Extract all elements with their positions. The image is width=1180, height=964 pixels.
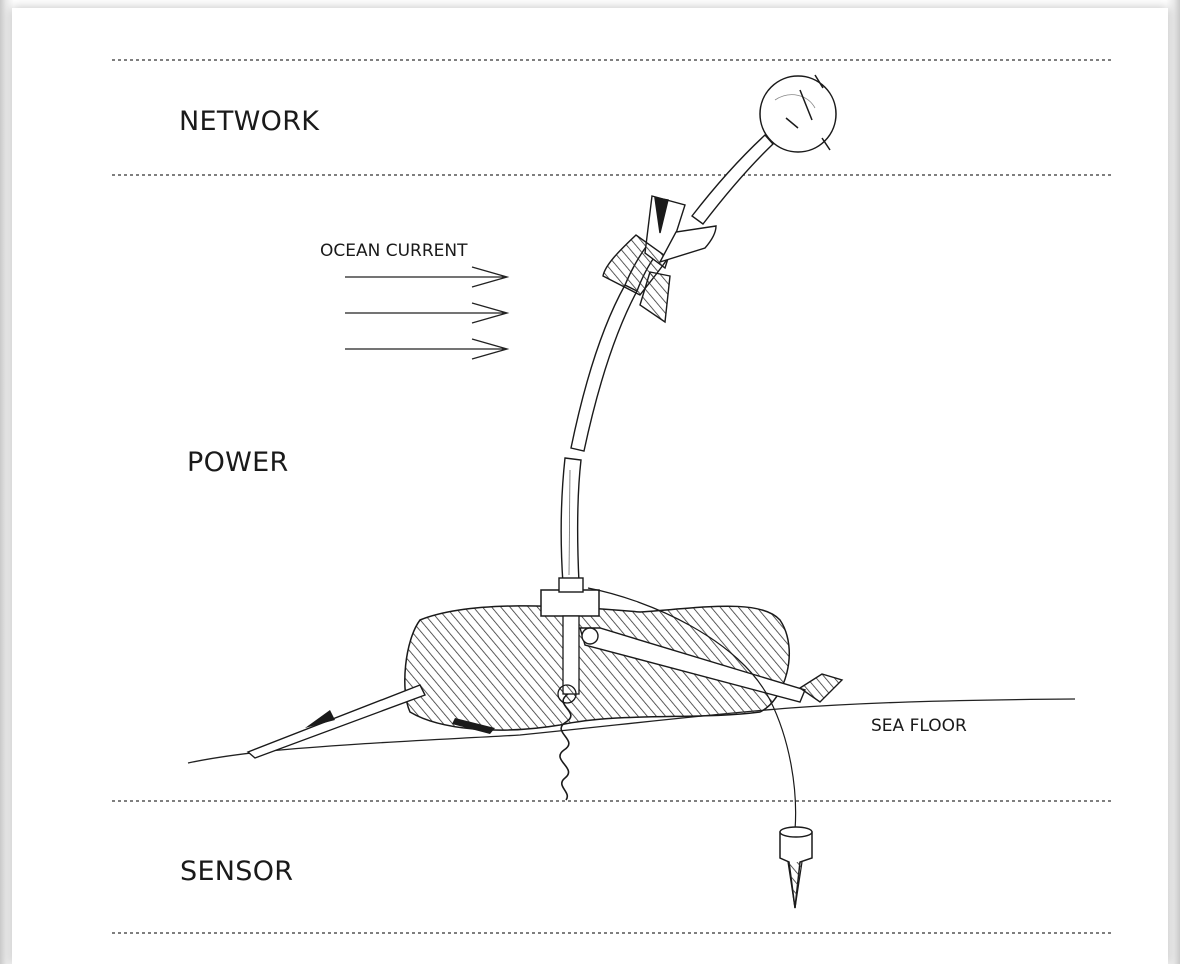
base-body xyxy=(248,578,842,800)
current-arrow-3 xyxy=(345,339,507,359)
current-arrows xyxy=(345,267,507,359)
layer-label-power: POWER xyxy=(187,447,289,478)
buoy xyxy=(760,75,836,152)
riser-upper xyxy=(571,135,773,451)
riser-lower xyxy=(561,458,581,584)
sea-floor-label: SEA FLOOR xyxy=(871,716,967,736)
layer-label-sensor: SENSOR xyxy=(180,856,293,887)
ocean-current-label: OCEAN CURRENT xyxy=(320,241,468,261)
current-arrow-1 xyxy=(345,267,507,287)
layer-dividers xyxy=(112,60,1112,933)
layer-label-network: NETWORK xyxy=(179,106,319,137)
current-arrow-2 xyxy=(345,303,507,323)
